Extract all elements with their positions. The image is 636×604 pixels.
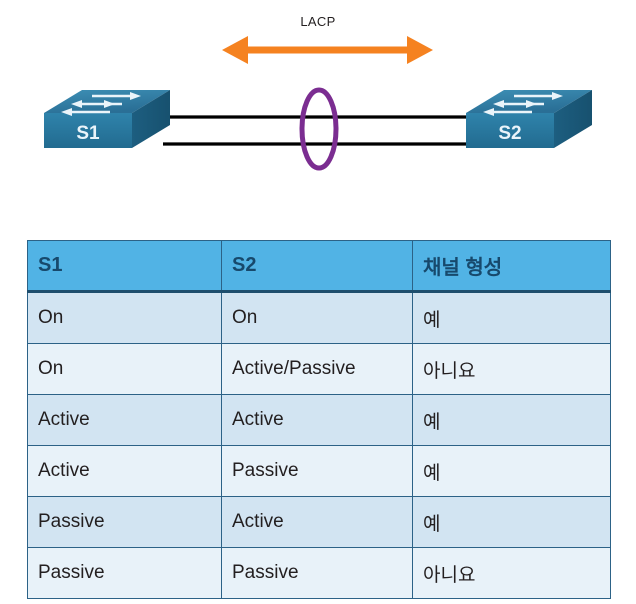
- switch-label-s2: S2: [498, 123, 521, 144]
- column-header-s1: S1: [27, 240, 222, 293]
- switch-icon-s1: S1: [44, 90, 170, 148]
- lacp-mode-table: S1 S2 채널 형성 On On 예 On Active/Passive 아니…: [27, 240, 611, 599]
- switch-label-s1: S1: [76, 123, 100, 144]
- cell-s2: Active/Passive: [221, 343, 413, 395]
- switch-icon-s2: S2: [466, 90, 592, 148]
- table-header-row: S1 S2 채널 형성: [27, 240, 611, 293]
- cell-s1: Active: [27, 394, 222, 446]
- network-diagram: S1 S2 LACP: [0, 0, 636, 230]
- cell-s2: On: [221, 291, 413, 344]
- cell-s1: Active: [27, 445, 222, 497]
- cell-channel: 예: [412, 394, 611, 446]
- table-row: On On 예: [27, 291, 611, 344]
- cell-channel: 아니요: [412, 547, 611, 599]
- diagram-canvas: S1 S2: [44, 36, 592, 171]
- lacp-label: LACP: [300, 14, 336, 29]
- cell-s2: Active: [221, 394, 413, 446]
- cell-s1: On: [27, 291, 222, 344]
- table-row: Passive Active 예: [27, 496, 611, 548]
- trunk-links: [163, 115, 476, 146]
- cell-s2: Passive: [221, 547, 413, 599]
- bidirectional-arrow-icon: [222, 36, 433, 64]
- table-row: Active Passive 예: [27, 445, 611, 497]
- table-row: On Active/Passive 아니요: [27, 343, 611, 395]
- column-header-channel: 채널 형성: [412, 240, 611, 293]
- table-row: Active Active 예: [27, 394, 611, 446]
- cell-s2: Passive: [221, 445, 413, 497]
- column-header-s2: S2: [221, 240, 413, 293]
- cell-channel: 예: [412, 496, 611, 548]
- cell-s1: On: [27, 343, 222, 395]
- table-row: Passive Passive 아니요: [27, 547, 611, 599]
- cell-s1: Passive: [27, 496, 222, 548]
- cell-s1: Passive: [27, 547, 222, 599]
- cell-channel: 예: [412, 445, 611, 497]
- cell-channel: 아니요: [412, 343, 611, 395]
- etherchannel-bundle-ellipse-icon: [299, 87, 339, 171]
- cell-s2: Active: [221, 496, 413, 548]
- cell-channel: 예: [412, 291, 611, 344]
